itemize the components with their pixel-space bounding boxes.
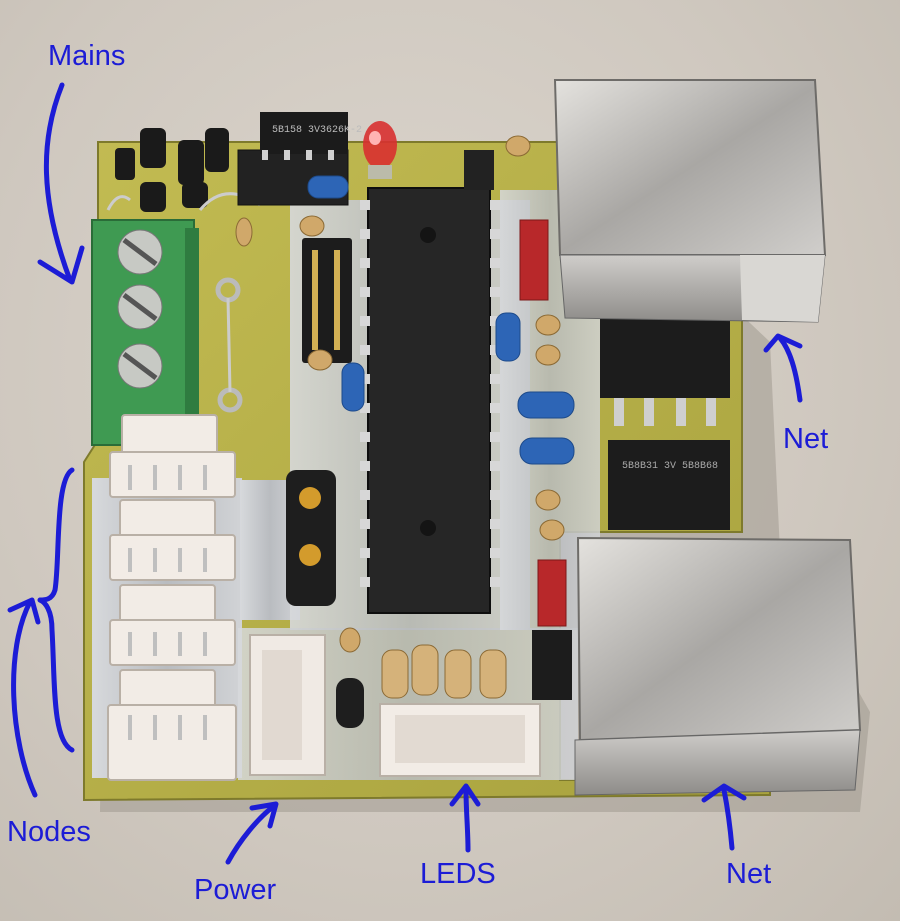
power-jack-connector [286,470,336,606]
optocoupler-chip: 5B158 3V3626K-2 [237,112,362,206]
ic-pin [360,345,370,355]
ic-pin [490,316,500,326]
ic-pin [490,200,500,210]
ic-pin [490,374,500,384]
driver-chip-upper [600,318,730,426]
ic-pin [360,258,370,268]
ic-pin [490,490,500,500]
ic-pin [490,548,500,558]
driver-chip-lower: 5B8B31 3V 5B8B68 [608,440,730,530]
ic-pin [490,432,500,442]
transistors-top-left [115,128,229,212]
wire-jumper [215,277,243,413]
microcontroller-ic [360,187,500,614]
jumper-red-bottom [537,559,567,627]
ic-pin [490,229,500,239]
jumper-red-top [519,219,549,301]
mains-terminal-block [91,219,199,446]
ic-pin [360,490,370,500]
pin-header-bottom [532,630,572,700]
ic-pin [360,287,370,297]
rj45-top [553,79,827,323]
ic-pin [360,403,370,413]
ic-pin [360,548,370,558]
ic-pin [490,403,500,413]
power-arrow [225,803,277,865]
led-connector [379,703,541,777]
label-net-top: Net [783,423,829,455]
ic-pin [360,374,370,384]
node-connectors [107,414,237,781]
leds-arrow [463,787,471,853]
driver-marking: 5B8B31 3V 5B8B68 [622,461,718,472]
annotation-marks [7,82,803,865]
pin-header-top [464,150,494,190]
rj45-bottom [574,536,862,796]
nodes-brace [37,467,75,753]
nodes-arrow [11,599,38,798]
mains-arrow [43,82,73,283]
net-bottom-arrow [721,787,735,851]
pin-header-left [302,238,352,363]
red-led [363,121,397,179]
ic-pin [360,432,370,442]
ic-pin [360,200,370,210]
ic-pin [490,577,500,587]
ic-pin [490,519,500,529]
power-connector [249,634,326,776]
ic-pin [360,461,370,471]
led-resistors [381,644,507,699]
resistors [235,135,565,653]
ic-pin [490,345,500,355]
label-leds: LEDS [420,858,496,890]
ic-pin [360,519,370,529]
ic-pin [360,229,370,239]
label-nodes: Nodes [7,816,91,848]
ic-pin [360,577,370,587]
ic-pin [490,258,500,268]
label-net-bottom: Net [726,858,772,890]
capacitor-black [336,678,364,728]
optocoupler-marking: 5B158 3V3626K-2 [272,125,362,136]
ic-pin [490,461,500,471]
label-mains: Mains [48,40,126,72]
label-power: Power [194,874,277,906]
net-top-arrow [777,335,803,403]
ic-pin [360,316,370,326]
ic-pin [490,287,500,297]
